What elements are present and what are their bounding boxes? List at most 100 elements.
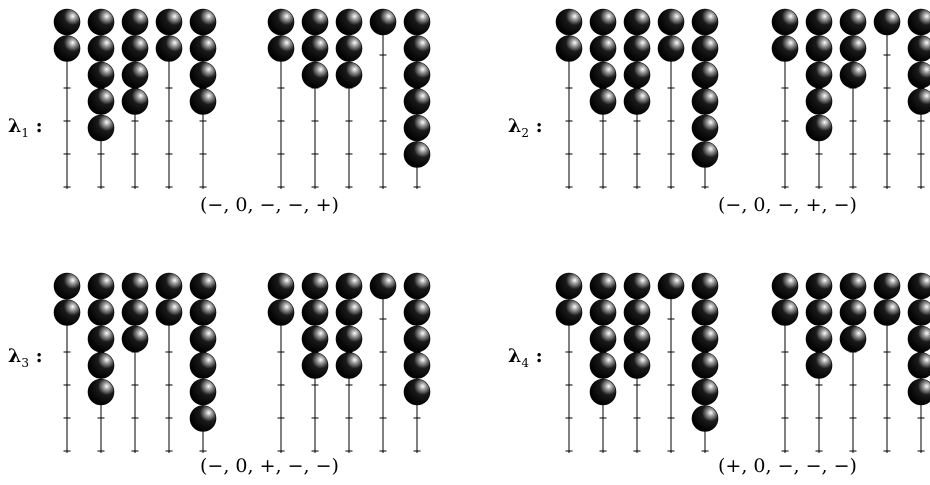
- abacus-bead: [155, 8, 183, 36]
- abacus-bead: [589, 352, 617, 379]
- abacus-bead: [53, 272, 81, 300]
- abacus-bead: [907, 352, 930, 379]
- label-colon: :: [535, 115, 543, 137]
- abacus-bead: [53, 8, 81, 36]
- abacus-panel-2: [555, 8, 930, 189]
- abacus-left: [555, 272, 719, 453]
- lambda-symbol: λ: [8, 115, 22, 137]
- panel-2-label: λ2 :: [508, 115, 543, 140]
- abacus-bead: [691, 272, 719, 300]
- abacus-bead: [907, 61, 930, 89]
- abacus-bead: [403, 88, 431, 115]
- abacus-bead: [369, 8, 397, 36]
- lambda-index: 1: [21, 125, 29, 140]
- abacus-bead: [589, 35, 617, 62]
- abacus-bead: [403, 352, 431, 379]
- abacus-bead: [335, 61, 363, 89]
- abacus-bead: [907, 35, 930, 62]
- abacus-bead: [805, 325, 833, 353]
- abacus-bead: [335, 272, 363, 300]
- abacus-bead: [805, 272, 833, 300]
- lambda-symbol: λ: [508, 345, 522, 367]
- panel-1-label: λ1 :: [8, 115, 43, 140]
- abacus-bead: [839, 272, 867, 300]
- lambda-index: 3: [21, 355, 29, 370]
- abacus-bead: [907, 325, 930, 353]
- abacus-panel-1: [53, 8, 431, 189]
- abacus-bead: [121, 8, 149, 36]
- abacus-bead: [87, 352, 115, 379]
- abacus-bead: [873, 8, 901, 36]
- abacus-bead: [155, 35, 183, 62]
- panel-3-signature: (−, 0, +, −, −): [200, 455, 339, 477]
- abacus-bead: [267, 272, 295, 300]
- abacus-bead: [121, 35, 149, 62]
- abacus-bead: [87, 61, 115, 89]
- panel-2-signature: (−, 0, −, +, −): [718, 194, 857, 216]
- abacus-bead: [623, 88, 651, 115]
- abacus-bead: [87, 378, 115, 406]
- abacus-bead: [691, 35, 719, 62]
- abacus-bead: [121, 88, 149, 115]
- abacus-bead: [555, 272, 583, 300]
- abacus-bead: [555, 299, 583, 326]
- abacus-bead: [87, 35, 115, 62]
- panel-4-label: λ4 :: [508, 345, 543, 370]
- abacus-bead: [189, 35, 217, 62]
- abacus-bead: [189, 299, 217, 326]
- abacus-bead: [839, 61, 867, 89]
- abacus-bead: [301, 299, 329, 326]
- abacus-bead: [301, 35, 329, 62]
- abacus-bead: [335, 8, 363, 36]
- abacus-bead: [907, 88, 930, 115]
- abacus-bead: [623, 61, 651, 89]
- abacus-bead: [907, 8, 930, 36]
- abacus-bead: [121, 61, 149, 89]
- abacus-bead: [403, 61, 431, 89]
- label-colon: :: [535, 345, 543, 367]
- abacus-bead: [121, 299, 149, 326]
- abacus-bead: [839, 325, 867, 353]
- abacus-bead: [403, 272, 431, 300]
- abacus-bead: [189, 352, 217, 379]
- lambda-index: 2: [521, 125, 529, 140]
- abacus-bead: [657, 35, 685, 62]
- abacus-bead: [657, 8, 685, 36]
- abacus-bead: [189, 325, 217, 353]
- abacus-right: [771, 272, 930, 453]
- abacus-bead: [691, 378, 719, 406]
- abacus-bead: [623, 35, 651, 62]
- abacus-bead: [805, 352, 833, 379]
- panel-1-signature: (−, 0, −, −, +): [200, 194, 339, 216]
- abacus-bead: [691, 325, 719, 353]
- abacus-bead: [267, 35, 295, 62]
- abacus-bead: [121, 272, 149, 300]
- abacus-bead: [87, 114, 115, 142]
- abacus-bead: [771, 8, 799, 36]
- abacus-right: [267, 272, 431, 453]
- abacus-bead: [691, 8, 719, 36]
- abacus-bead: [189, 378, 217, 406]
- abacus-bead: [805, 35, 833, 62]
- abacus-bead: [87, 88, 115, 115]
- abacus-bead: [907, 299, 930, 326]
- abacus-bead: [907, 378, 930, 406]
- lambda-symbol: λ: [8, 345, 22, 367]
- abacus-panel-3: [53, 272, 431, 453]
- abacus-bead: [121, 325, 149, 353]
- abacus-bead: [873, 299, 901, 326]
- abacus-bead: [805, 8, 833, 36]
- abacus-bead: [691, 352, 719, 379]
- abacus-left: [53, 8, 217, 189]
- abacus-bead: [691, 299, 719, 326]
- abacus-bead: [403, 35, 431, 62]
- abacus-bead: [189, 272, 217, 300]
- abacus-bead: [907, 272, 930, 300]
- abacus-bead: [301, 352, 329, 379]
- abacus-bead: [403, 8, 431, 36]
- abacus-bead: [555, 35, 583, 62]
- abacus-bead: [805, 88, 833, 115]
- abacus-bead: [623, 325, 651, 353]
- abacus-bead: [189, 61, 217, 89]
